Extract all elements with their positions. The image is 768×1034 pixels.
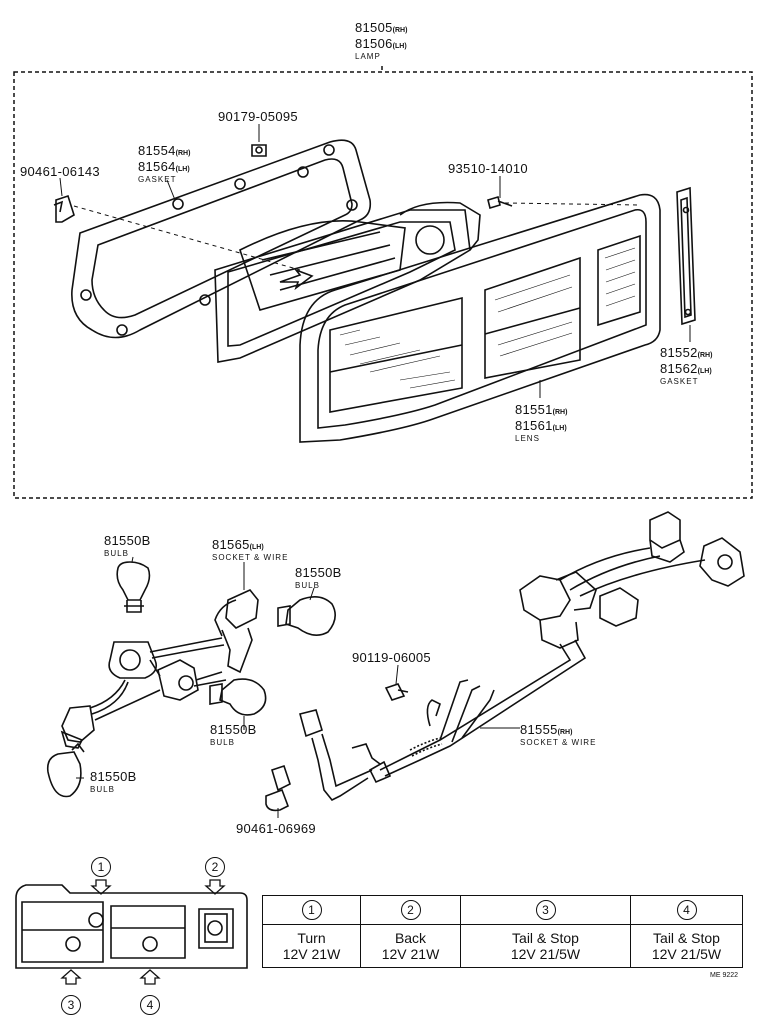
lens-label: 81551(RH) 81561(LH) LENS (515, 402, 568, 443)
clip-left-drawing (53, 194, 75, 223)
bulb-table-cell: 1 (262, 895, 361, 925)
rh-socket-wire-drawing (299, 511, 745, 802)
position-arrows (60, 879, 226, 985)
socket-rh-label: 81555(RH) SOCKET & WIRE (520, 722, 597, 747)
drawing-code: ME 9222 (710, 972, 739, 979)
lamp-assembly-boundary (13, 66, 753, 499)
screw-drawing (487, 195, 513, 210)
bulb-table-cell: 3 (460, 895, 631, 925)
lens-drawing (299, 193, 661, 443)
side-gasket-drawing (676, 186, 696, 326)
bulb-2-label: 81550B BULB (295, 565, 342, 590)
lower-leader-lines (76, 556, 520, 818)
side-gasket-label: 81552(RH) 81562(LH) GASKET (660, 345, 713, 386)
clip-left-label: 90461-06143 (20, 164, 100, 179)
bulb-table-header-row: 1 2 3 4 (262, 895, 743, 925)
lamp-rear-view (15, 884, 248, 969)
clip-top-label: 90179-05095 (218, 109, 298, 124)
lh-bulbs-drawing (46, 596, 336, 798)
clip-top-drawing (251, 144, 267, 157)
clip-bottom-drawing (265, 764, 291, 812)
bulb-1-label: 81550B BULB (104, 533, 151, 558)
bulb-4-label: 81550B BULB (90, 769, 137, 794)
screw-label: 93510-14010 (448, 161, 528, 176)
bulb-table-cell: 2 (360, 895, 461, 925)
clip-mid-drawing (384, 683, 409, 701)
lamp-housing-drawing (214, 201, 481, 363)
clip-mid-label: 90119-06005 (352, 650, 431, 665)
lamp-part-label: 81505(RH) 81506(LH) LAMP (355, 20, 408, 61)
bulb-table-cell: 4 (630, 895, 743, 925)
alignment-lines (73, 202, 641, 271)
socket-lh-label: 81565(LH) SOCKET & WIRE (212, 537, 289, 562)
front-gasket-label: 81554(RH) 81564(LH) GASKET (138, 143, 191, 184)
position-2-marker: 2 (205, 857, 225, 877)
clip-bottom-label: 90461-06969 (236, 821, 316, 836)
position-3-marker: 3 (61, 995, 81, 1015)
bulb-3-label: 81550B BULB (210, 722, 257, 747)
position-1-marker: 1 (91, 857, 111, 877)
leader-lines (59, 124, 691, 398)
position-4-marker: 4 (140, 995, 160, 1015)
front-gasket-drawing (71, 139, 372, 339)
lh-socket-wire-drawing (60, 561, 259, 749)
